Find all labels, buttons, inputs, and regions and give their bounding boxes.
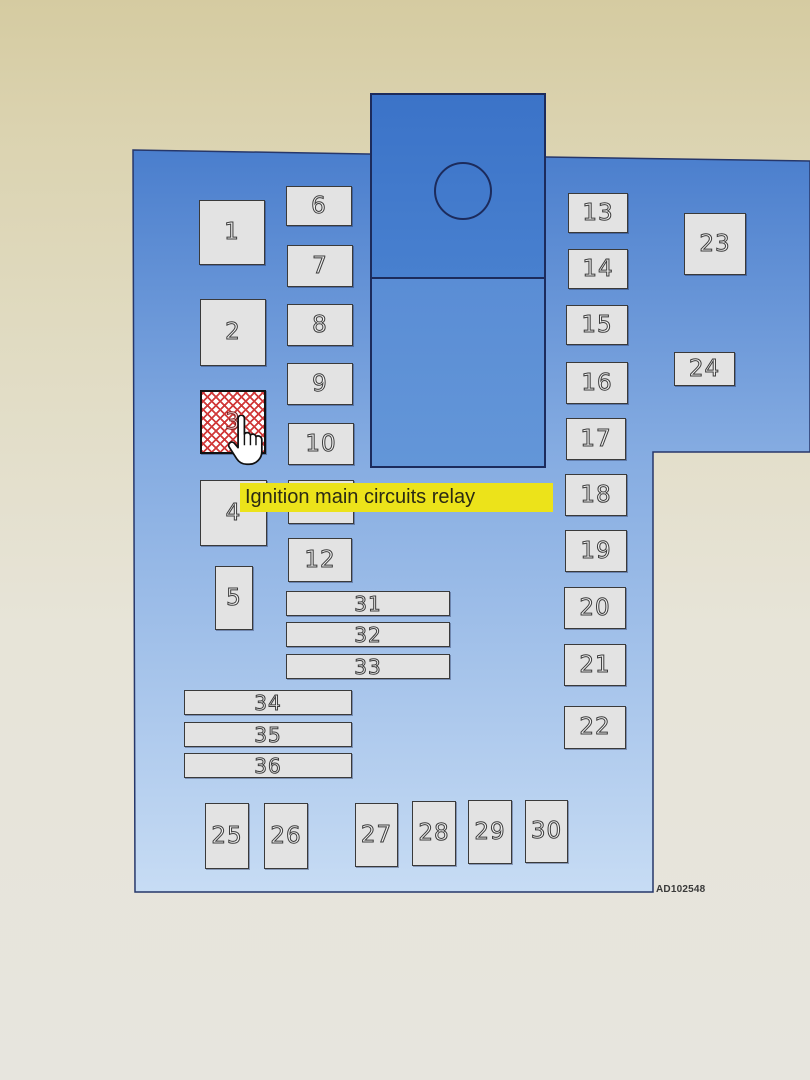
fuse-17[interactable]: 17	[566, 418, 626, 460]
fuse-7[interactable]: 7	[287, 245, 353, 287]
fuse-16[interactable]: 16	[566, 362, 628, 404]
fuse-30[interactable]: 30	[525, 800, 568, 863]
main-relay-block[interactable]	[370, 93, 546, 468]
fuse-35[interactable]: 35	[184, 722, 352, 747]
fuse-29[interactable]: 29	[468, 800, 512, 864]
fuse-18[interactable]: 18	[565, 474, 627, 516]
relay-1[interactable]: 1	[199, 200, 265, 265]
fuse-33[interactable]: 33	[286, 654, 450, 679]
main-relay-lower-section	[372, 279, 544, 466]
fuse-28[interactable]: 28	[412, 801, 456, 866]
fuse-26[interactable]: 26	[264, 803, 308, 869]
fuse-25[interactable]: 25	[205, 803, 249, 869]
fuse-36[interactable]: 36	[184, 753, 352, 778]
fuse-27[interactable]: 27	[355, 803, 398, 867]
fuse-21[interactable]: 21	[564, 644, 626, 686]
circle-icon	[434, 162, 492, 220]
fuse-13[interactable]: 13	[568, 193, 628, 233]
hover-tooltip: Ignition main circuits relay	[240, 483, 553, 512]
fuse-6[interactable]: 6	[286, 186, 352, 226]
relay-5[interactable]: 5	[215, 566, 253, 630]
fuse-24[interactable]: 24	[674, 352, 735, 386]
main-relay-upper-section	[372, 95, 544, 279]
fuse-8[interactable]: 8	[287, 304, 353, 346]
fuse-19[interactable]: 19	[565, 530, 627, 572]
fuse-14[interactable]: 14	[568, 249, 628, 289]
hand-pointer-icon	[227, 415, 263, 466]
fuse-31[interactable]: 31	[286, 591, 450, 616]
fuse-20[interactable]: 20	[564, 587, 626, 629]
fuse-10[interactable]: 10	[288, 423, 354, 465]
fuse-12[interactable]: 12	[288, 538, 352, 582]
fuse-15[interactable]: 15	[566, 305, 628, 345]
fuse-32[interactable]: 32	[286, 622, 450, 647]
relay-2[interactable]: 2	[200, 299, 266, 366]
relay-23[interactable]: 23	[684, 213, 746, 275]
diagram-reference-code: AD102548	[656, 884, 706, 895]
fuse-34[interactable]: 34	[184, 690, 352, 715]
fuse-22[interactable]: 22	[564, 706, 626, 749]
fuse-9[interactable]: 9	[287, 363, 353, 405]
